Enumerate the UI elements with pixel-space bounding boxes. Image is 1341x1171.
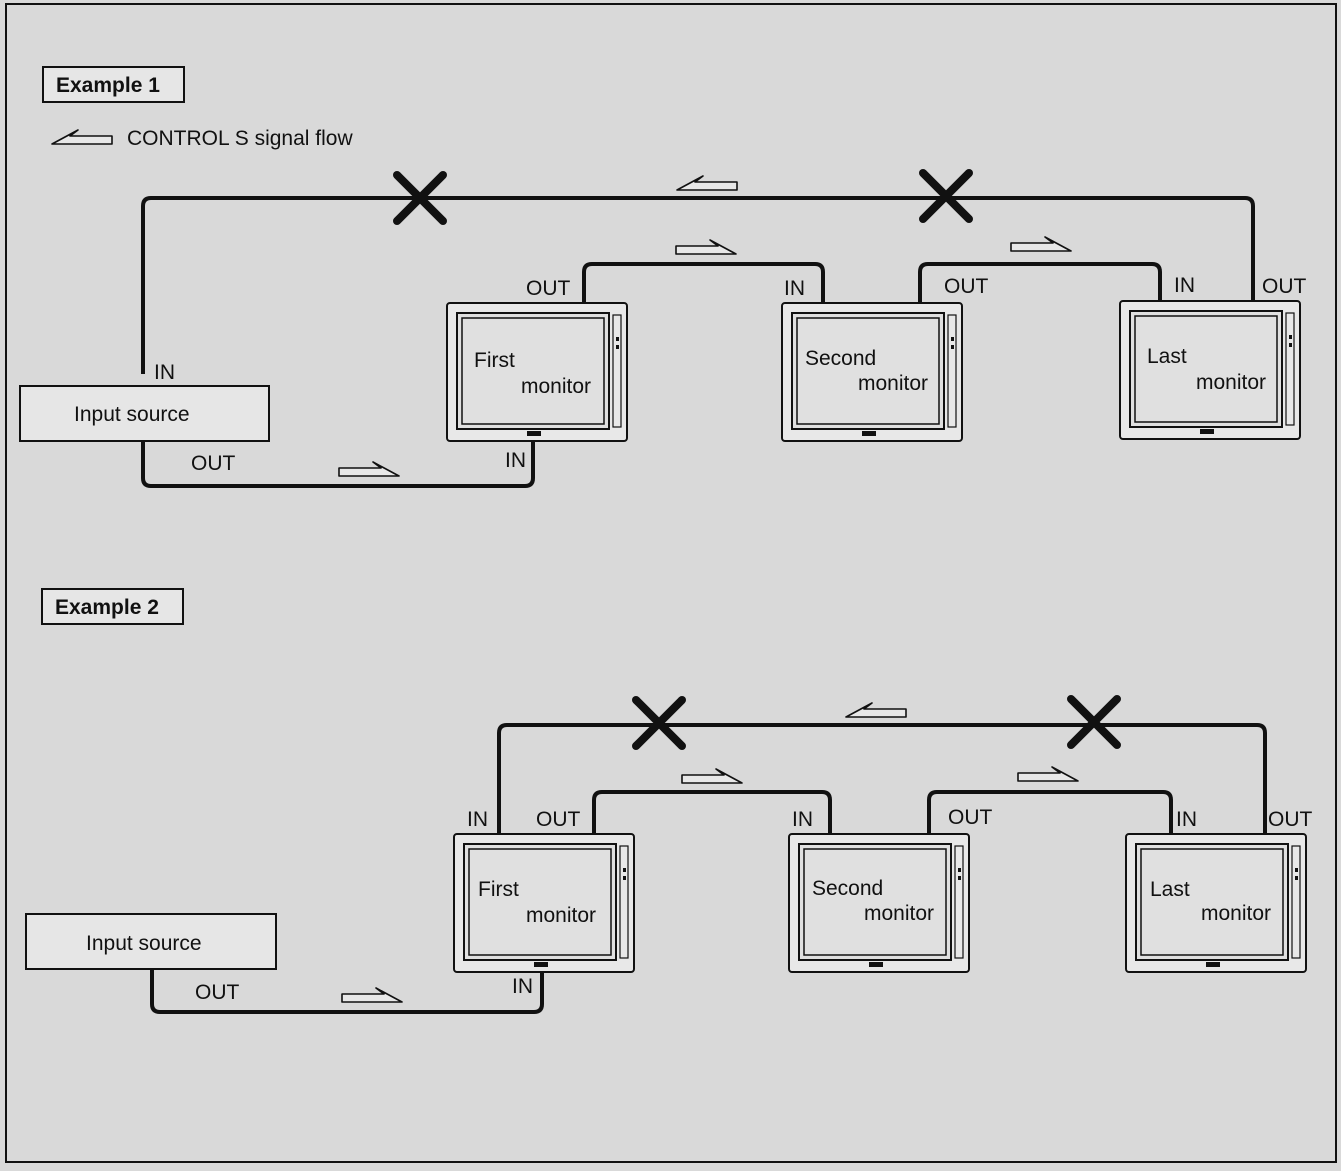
monitor-second: Second monitor <box>788 833 970 973</box>
cross-icon <box>919 169 973 223</box>
page-border <box>5 3 1337 1163</box>
input-source-label: Input source <box>86 932 202 955</box>
monitor-in-label: IN <box>505 449 526 472</box>
input-cable <box>141 440 535 488</box>
example-2: Example 2 Input source OUT First monitor <box>25 588 1313 1014</box>
return-cable <box>497 723 1267 833</box>
return-cable <box>141 196 1255 374</box>
monitor-name-line1: First <box>474 349 515 372</box>
monitor-name-line2: monitor <box>521 375 591 398</box>
monitor-last: Last monitor <box>1119 300 1301 440</box>
input-source-in-label: IN <box>154 361 175 384</box>
signal-flow-arrow-icon <box>1010 236 1072 252</box>
monitor-name-line2: monitor <box>526 904 596 927</box>
signal-flow-arrow-icon <box>845 702 907 718</box>
signal-flow-arrow-icon <box>676 175 738 191</box>
cross-icon <box>393 171 447 225</box>
monitor-in-label: IN <box>1176 808 1197 831</box>
monitor-name-line2: monitor <box>858 372 928 395</box>
input-source: Input source <box>19 385 270 442</box>
monitor-in-label: IN <box>792 808 813 831</box>
cross-icon <box>1067 695 1121 749</box>
input-cable <box>150 970 544 1014</box>
monitor-out-label: OUT <box>536 808 581 831</box>
example-1-title: Example 1 <box>56 74 160 97</box>
monitor-out-label: OUT <box>526 277 571 300</box>
monitor-first: First monitor <box>453 833 635 973</box>
signal-flow-arrow-icon <box>338 461 400 477</box>
monitor-first: First monitor <box>446 302 628 442</box>
monitor-second: Second monitor <box>781 302 963 442</box>
legend-label: CONTROL S signal flow <box>127 127 353 150</box>
example-2-title-box <box>41 588 184 625</box>
input-source: Input source <box>25 913 277 970</box>
example-1-title-box <box>42 66 185 103</box>
example-2-title: Example 2 <box>55 596 159 619</box>
monitor-in-label: IN <box>784 277 805 300</box>
legend: CONTROL S signal flow <box>51 127 353 150</box>
link-cable-1 <box>592 790 832 833</box>
monitor-name-line2: monitor <box>1196 371 1266 394</box>
monitor-name-line1: Second <box>812 877 883 900</box>
signal-flow-arrow-icon <box>675 239 737 255</box>
input-source-out-label: OUT <box>195 981 240 1004</box>
input-source-out-label: OUT <box>191 452 236 475</box>
signal-flow-arrow-icon <box>51 129 113 145</box>
example-1: Example 1 CONTROL S signal flow Input s <box>19 66 1307 488</box>
monitor-in-label: IN <box>512 975 533 998</box>
signal-flow-arrow-icon <box>341 987 403 1003</box>
link-cable-2 <box>918 262 1162 303</box>
monitor-out-label: OUT <box>944 275 989 298</box>
input-source-label: Input source <box>74 403 190 426</box>
monitor-name-line2: monitor <box>864 902 934 925</box>
signal-flow-arrow-icon <box>1017 766 1079 782</box>
monitor-name-line1: Second <box>805 347 876 370</box>
monitor-last: Last monitor <box>1125 833 1307 973</box>
monitor-out-label: OUT <box>1262 275 1307 298</box>
monitor-name-line1: Last <box>1147 345 1187 368</box>
signal-flow-arrow-icon <box>681 768 743 784</box>
monitor-name-line1: First <box>478 878 519 901</box>
cross-icon <box>632 696 686 750</box>
link-cable-2 <box>927 790 1173 833</box>
link-cable-1 <box>582 262 825 303</box>
monitor-out-label: OUT <box>1268 808 1313 831</box>
monitor-out-label: OUT <box>948 806 993 829</box>
monitor-in-label: IN <box>1174 274 1195 297</box>
monitor-name-line2: monitor <box>1201 902 1271 925</box>
monitor-in-label: IN <box>467 808 488 831</box>
monitor-name-line1: Last <box>1150 878 1190 901</box>
